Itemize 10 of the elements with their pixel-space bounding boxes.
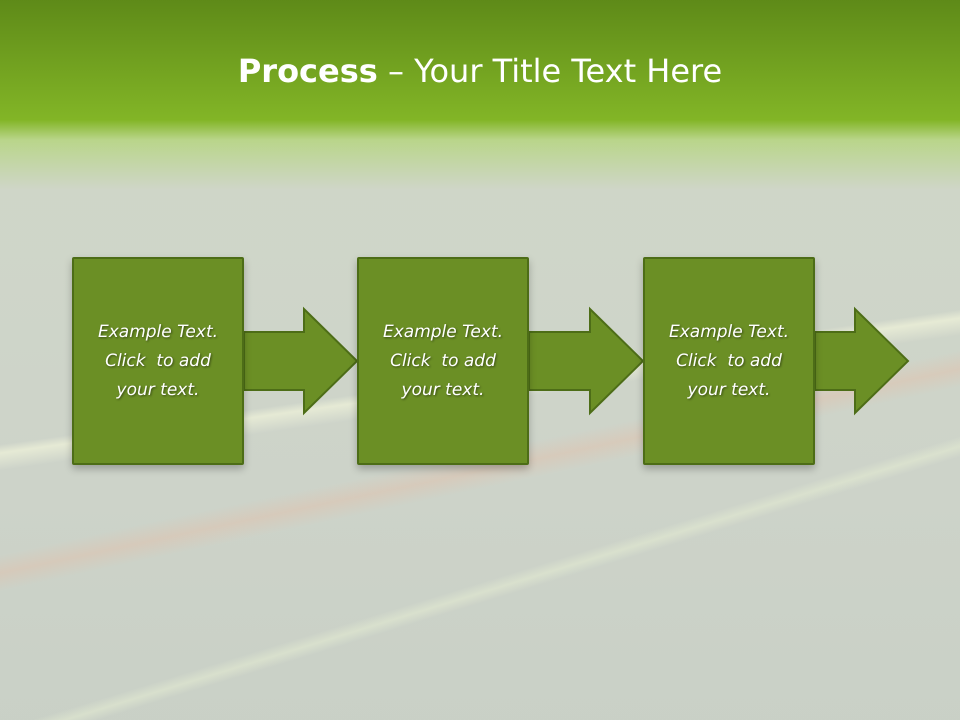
process-box bbox=[643, 257, 815, 465]
slide-title: Process – Your Title Text Here bbox=[238, 52, 722, 90]
box-text: Example Text. Click to add your text. bbox=[382, 320, 504, 402]
process-box bbox=[72, 257, 244, 465]
block-arrow bbox=[814, 306, 910, 416]
process-box bbox=[357, 257, 529, 465]
box-text: Example Text. Click to add your text. bbox=[96, 320, 220, 402]
block-arrow bbox=[528, 306, 644, 416]
box-text: Example Text. Click to add your text. bbox=[668, 320, 790, 402]
block-arrow bbox=[243, 306, 358, 416]
